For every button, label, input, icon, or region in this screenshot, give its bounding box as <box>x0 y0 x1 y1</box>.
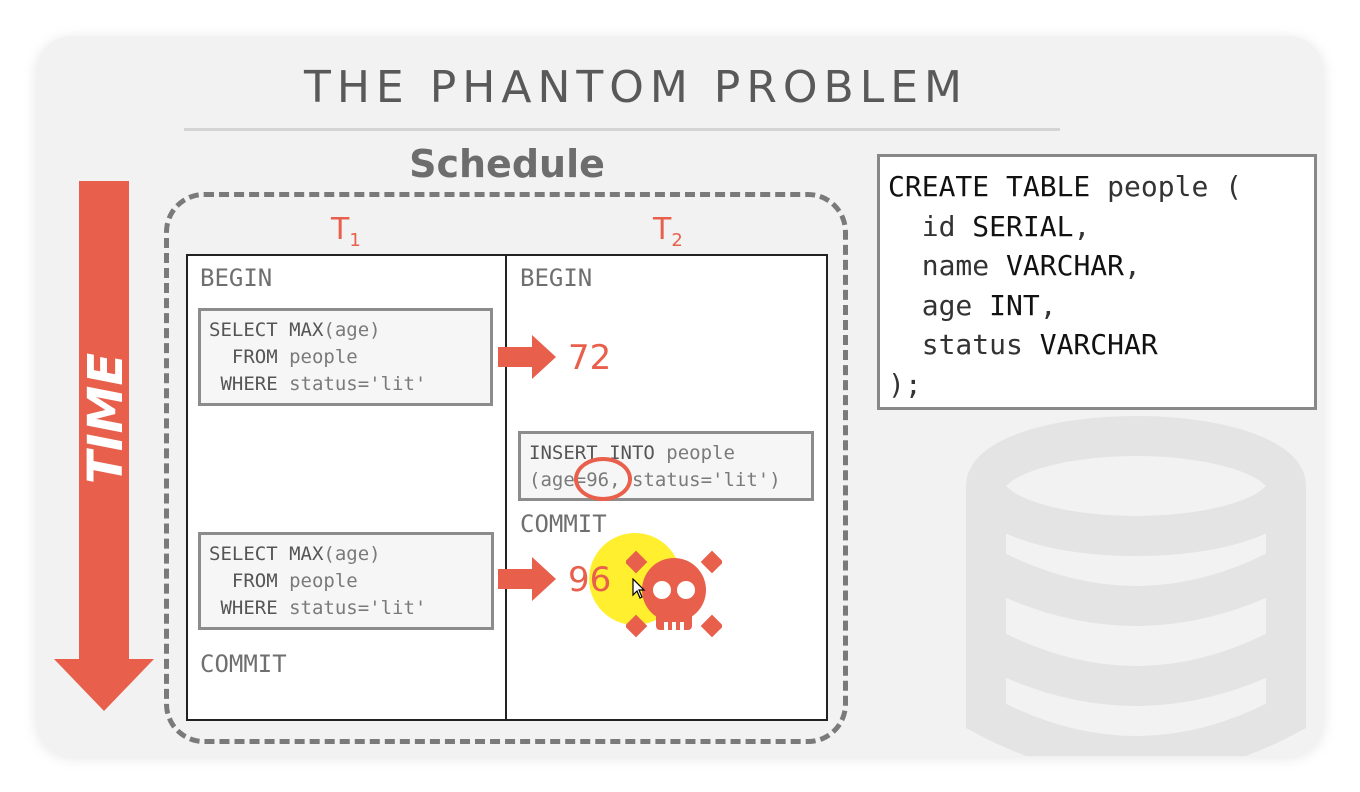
time-arrow-icon <box>54 181 154 711</box>
sql-keyword: WHERE <box>209 597 278 619</box>
ddl-column-type: SERIAL <box>972 209 1074 243</box>
txn-subscript: 1 <box>349 230 361 251</box>
txn-letter: T <box>653 212 672 247</box>
txn-header-t1: T1 <box>331 212 361 251</box>
sql-keyword: SELECT MAX <box>209 543 324 565</box>
ddl-text: ); <box>888 367 922 401</box>
txn-letter: T <box>331 212 350 247</box>
t2-insert-query: INSERT INTO people (age=96, status='lit'… <box>518 431 814 501</box>
sql-text: status='lit' <box>277 373 427 395</box>
sql-text: people <box>654 442 735 464</box>
ddl-column-type: VARCHAR <box>1039 328 1158 361</box>
result-arrow-icon <box>498 557 556 601</box>
t1-commit: COMMIT <box>200 650 287 678</box>
t2-begin: BEGIN <box>520 264 593 292</box>
sql-keyword: FROM <box>209 570 278 592</box>
sql-keyword: WHERE <box>209 373 278 395</box>
database-watermark-icon <box>966 416 1306 756</box>
ddl-column-type: VARCHAR <box>1006 249 1125 282</box>
column-divider <box>505 254 507 721</box>
t1-begin: BEGIN <box>200 264 273 292</box>
slide-title: THE PHANTOM PROBLEM <box>303 62 969 113</box>
sql-text: (age) <box>323 543 381 565</box>
t1-select-query-2: SELECT MAX(age) FROM people WHERE status… <box>198 532 494 630</box>
sql-text: status='lit' <box>277 597 427 619</box>
ddl-text: , <box>1124 249 1141 282</box>
mouse-pointer-icon <box>632 578 646 599</box>
result-arrow-icon <box>498 335 556 379</box>
sql-keyword: INSERT INTO <box>529 442 655 464</box>
txn-subscript: 2 <box>671 230 683 251</box>
t2-commit: COMMIT <box>520 510 607 538</box>
annotation-circle <box>574 457 632 501</box>
skull-crossbones-icon <box>626 550 722 638</box>
result-value-1: 72 <box>568 338 612 378</box>
ddl-text: , <box>1039 288 1057 322</box>
sql-text: people <box>277 570 358 592</box>
sql-keyword: FROM <box>209 346 278 368</box>
schedule-heading: Schedule <box>409 142 605 186</box>
result-value-2: 96 <box>568 560 612 600</box>
txn-header-t2: T2 <box>653 212 683 251</box>
t1-select-query-1: SELECT MAX(age) FROM people WHERE status… <box>198 308 493 406</box>
create-table-ddl: CREATE TABLE people ( id SERIAL, name VA… <box>877 154 1317 410</box>
ddl-text: , <box>1073 209 1091 243</box>
sql-text: (age=96, status='lit') <box>529 469 781 491</box>
ddl-column-name: id <box>888 209 973 243</box>
ddl-column-name: name <box>888 249 1007 282</box>
sql-text: (age) <box>323 319 381 341</box>
ddl-column-name: age <box>888 288 990 322</box>
schedule-frame <box>164 192 848 744</box>
time-label: TIME <box>78 352 134 484</box>
slide: THE PHANTOM PROBLEM Schedule TIME T1 T2 … <box>36 36 1324 756</box>
ddl-column-name: status <box>888 328 1040 361</box>
title-divider <box>184 128 1060 131</box>
ddl-keyword: CREATE TABLE <box>888 170 1091 203</box>
sql-text: people <box>277 346 358 368</box>
sql-keyword: SELECT MAX <box>209 319 324 341</box>
ddl-text: people ( <box>1090 170 1243 203</box>
ddl-column-type: INT <box>989 288 1040 322</box>
